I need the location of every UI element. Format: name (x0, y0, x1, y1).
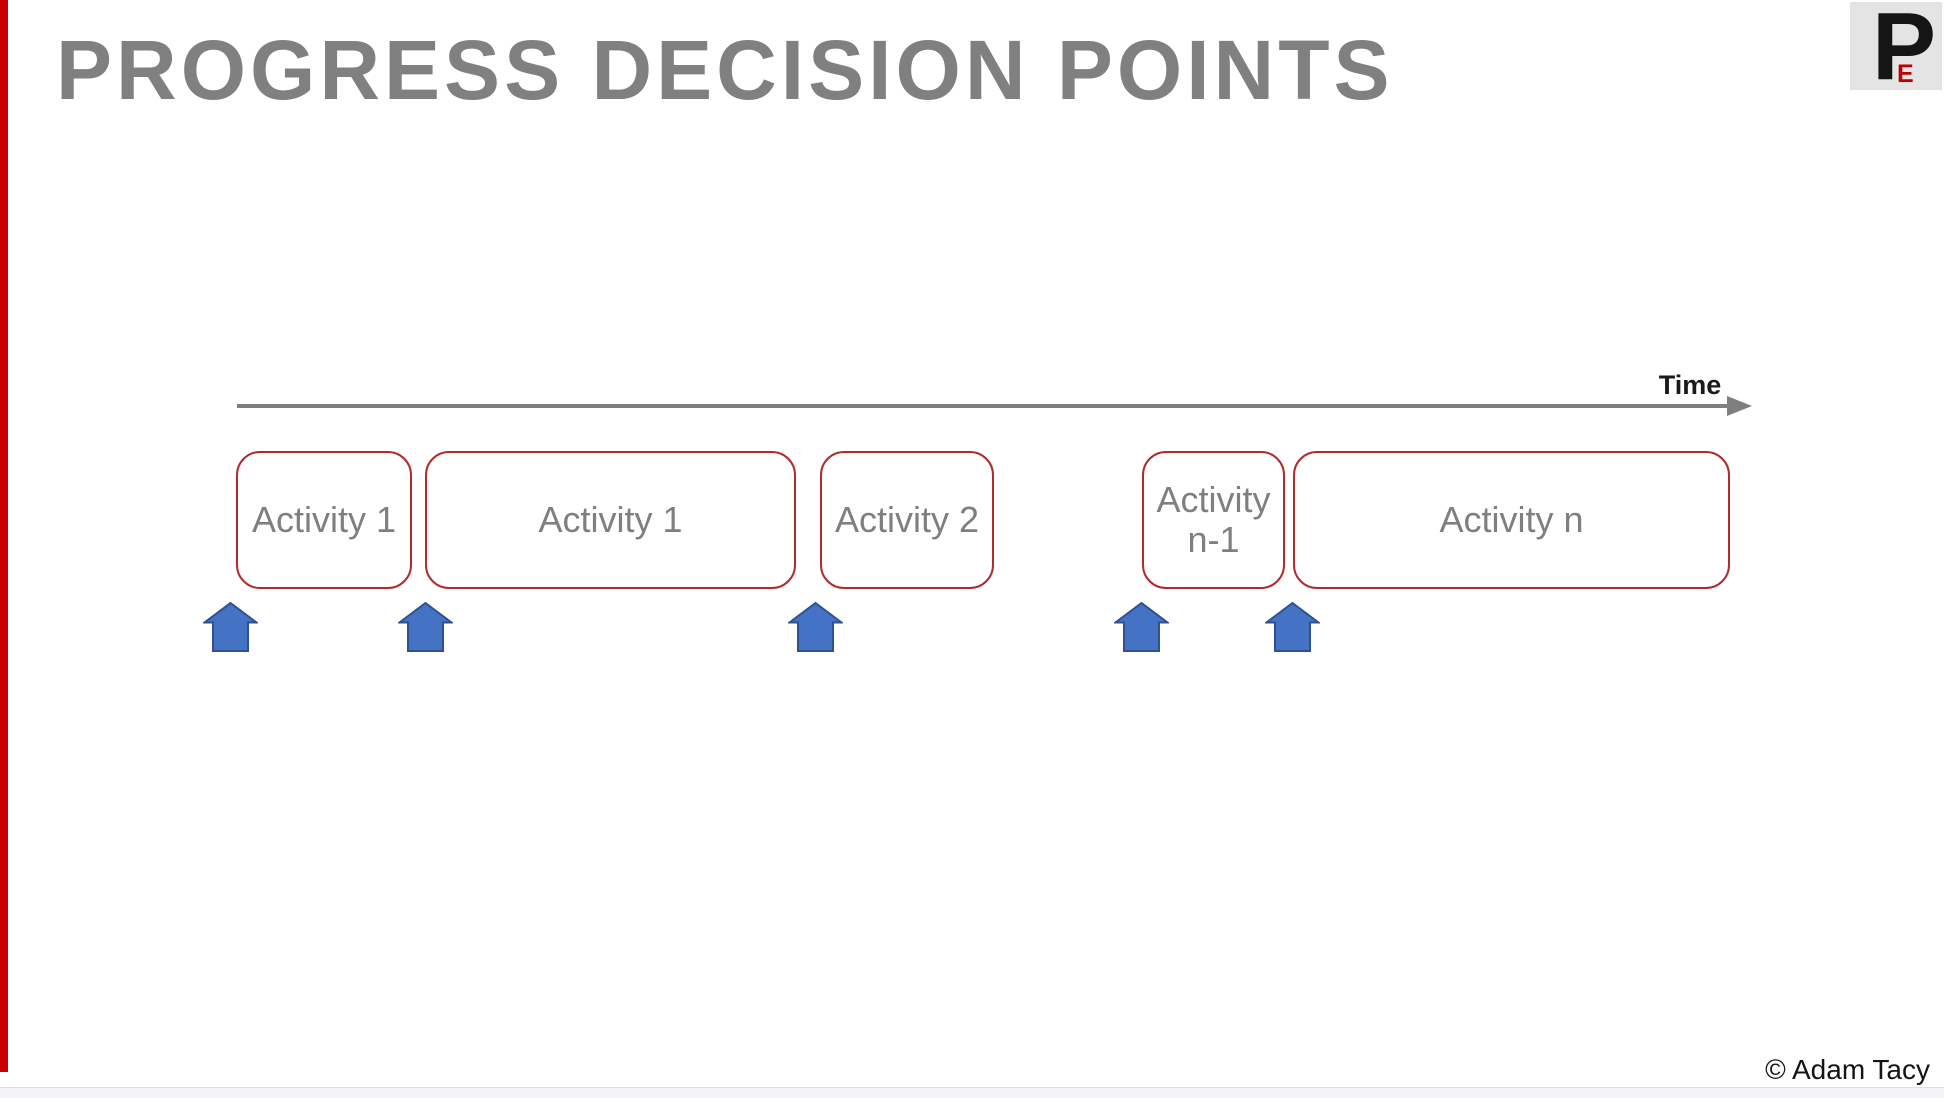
decision-point-house-icon (398, 602, 453, 652)
page-title: PROGRESS DECISION POINTS (56, 23, 1394, 117)
logo: P E (1850, 0, 1942, 95)
logo-letter-e: E (1897, 60, 1914, 88)
bottom-edge-strip (0, 1087, 1944, 1098)
copyright-text: © Adam Tacy (1765, 1054, 1930, 1085)
activity-box-4: Activity n-1 (1142, 451, 1285, 589)
activity-box-1: Activity 1 (236, 451, 412, 589)
decision-point-house-icon (203, 602, 258, 652)
decision-point-house-icon (1114, 602, 1169, 652)
activity-box-3-label: Activity 2 (834, 498, 980, 540)
activity-box-2-label: Activity 1 (538, 498, 683, 540)
activity-box-1-label: Activity 1 (251, 498, 397, 540)
activity-box-5: Activity n (1293, 451, 1730, 589)
activity-box-3: Activity 2 (820, 451, 994, 589)
time-axis-label: Time (1658, 370, 1722, 400)
decision-point-house-icon (1265, 602, 1320, 652)
time-arrow (237, 396, 1752, 416)
activity-box-4-label: Activity n-1 (1156, 478, 1271, 560)
left-accent-bar (0, 0, 8, 1072)
activity-box-5-label: Activity n (1439, 498, 1584, 540)
decision-point-house-icon (788, 602, 843, 652)
logo-letter-p: P (1872, 0, 1937, 100)
activity-box-2: Activity 1 (425, 451, 796, 589)
